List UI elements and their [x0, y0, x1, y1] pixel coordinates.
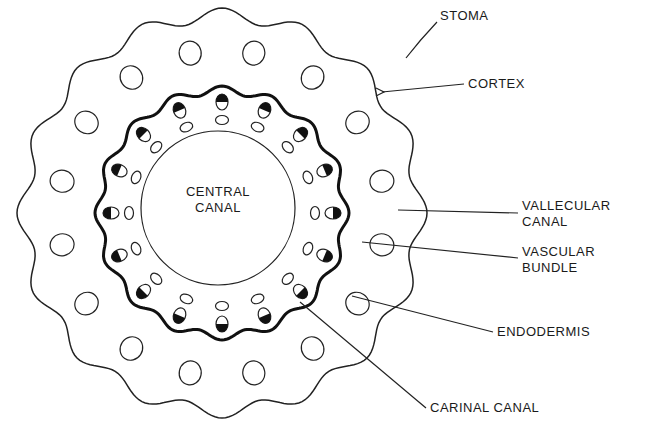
vascular-bundle — [325, 207, 341, 219]
xylem-fill — [259, 313, 273, 325]
carinal-canal — [250, 120, 265, 133]
vascular-bundle — [134, 282, 154, 302]
vallecular-canal — [341, 288, 373, 320]
leader-line — [362, 242, 518, 258]
xylem-fill — [171, 313, 185, 325]
vallecular-canal — [116, 61, 148, 93]
vascular-bundle — [110, 162, 129, 179]
arrow-head — [376, 88, 384, 96]
carinal-canal — [216, 116, 229, 125]
leader-line — [398, 210, 518, 213]
canal-outline — [141, 131, 295, 285]
carinal-canal — [125, 207, 134, 220]
xylem-fill — [259, 101, 273, 113]
vallecular-canal — [177, 39, 203, 67]
xylem-fill — [296, 125, 310, 139]
xylem-fill — [171, 101, 185, 113]
part-label: VALLECULAR CANAL — [522, 198, 632, 230]
xylem-fill — [216, 94, 228, 102]
carinal-canal — [280, 271, 296, 287]
vallecular-canal — [70, 107, 102, 139]
carinal-canal — [250, 292, 265, 305]
carinal-canal — [179, 120, 194, 133]
part-label: ENDODERMIS — [497, 324, 590, 340]
carinal-canal — [148, 271, 164, 287]
leader-line — [406, 22, 437, 58]
xylem-fill — [110, 162, 122, 176]
xylem-fill — [110, 250, 122, 264]
xylem-fill — [134, 125, 148, 139]
leader-line — [382, 84, 464, 92]
vascular-bundle — [291, 282, 311, 302]
xylem-fill — [134, 287, 148, 301]
carinal-canal — [301, 170, 314, 185]
canal-group — [48, 39, 396, 387]
carinal-canal — [311, 207, 320, 220]
carinal-canal — [129, 170, 142, 185]
vascular-bundle — [171, 101, 188, 120]
vallecular-canal — [48, 168, 76, 194]
vascular-bundle — [216, 316, 228, 332]
xylem-fill — [296, 287, 310, 301]
vascular-bundle — [256, 306, 273, 325]
part-label: CORTEX — [468, 76, 525, 92]
vallecular-canal — [341, 107, 373, 139]
vallecular-canal — [297, 61, 329, 93]
vallecular-canal — [297, 332, 329, 364]
xylem-fill — [333, 207, 341, 219]
vascular-bundle — [291, 125, 311, 145]
vallecular-canal — [70, 288, 102, 320]
part-label: VASCULAR BUNDLE — [522, 244, 632, 276]
carinal-canal — [301, 241, 314, 256]
xylem-fill — [322, 162, 334, 176]
canal-label: CENTRAL CANAL — [178, 184, 258, 216]
carinal-canal — [129, 241, 142, 256]
vascular-bundle — [216, 94, 228, 110]
vascular-bundle — [315, 162, 334, 179]
vallecular-canal — [116, 332, 148, 364]
carinal-canal — [179, 292, 194, 305]
vascular-bundle — [134, 125, 154, 145]
endodermis-ring — [95, 86, 349, 340]
vascular-bundle — [103, 207, 119, 219]
vascular-bundle — [315, 247, 334, 264]
vallecular-canal — [177, 359, 203, 387]
vallecular-canal — [241, 39, 267, 67]
carinal-canal — [148, 139, 164, 155]
vallecular-canal — [368, 168, 396, 194]
leader-line — [300, 302, 426, 408]
vascular-bundle — [171, 306, 188, 325]
part-label: STOMA — [440, 8, 489, 24]
leader-line — [352, 296, 493, 332]
xylem-fill — [322, 250, 334, 264]
xylem-fill — [103, 207, 111, 219]
vallecular-canal — [48, 232, 76, 258]
central-canal: CENTRAL CANAL — [140, 130, 296, 286]
carinal-canal — [280, 139, 296, 155]
part-label: CARINAL CANAL — [430, 400, 539, 416]
vascular-bundle — [256, 101, 273, 120]
vallecular-canal — [241, 359, 267, 387]
epidermis-outline — [17, 8, 427, 418]
xylem-fill — [216, 324, 228, 332]
carinal-canal — [216, 302, 229, 311]
vascular-bundle — [110, 247, 129, 264]
